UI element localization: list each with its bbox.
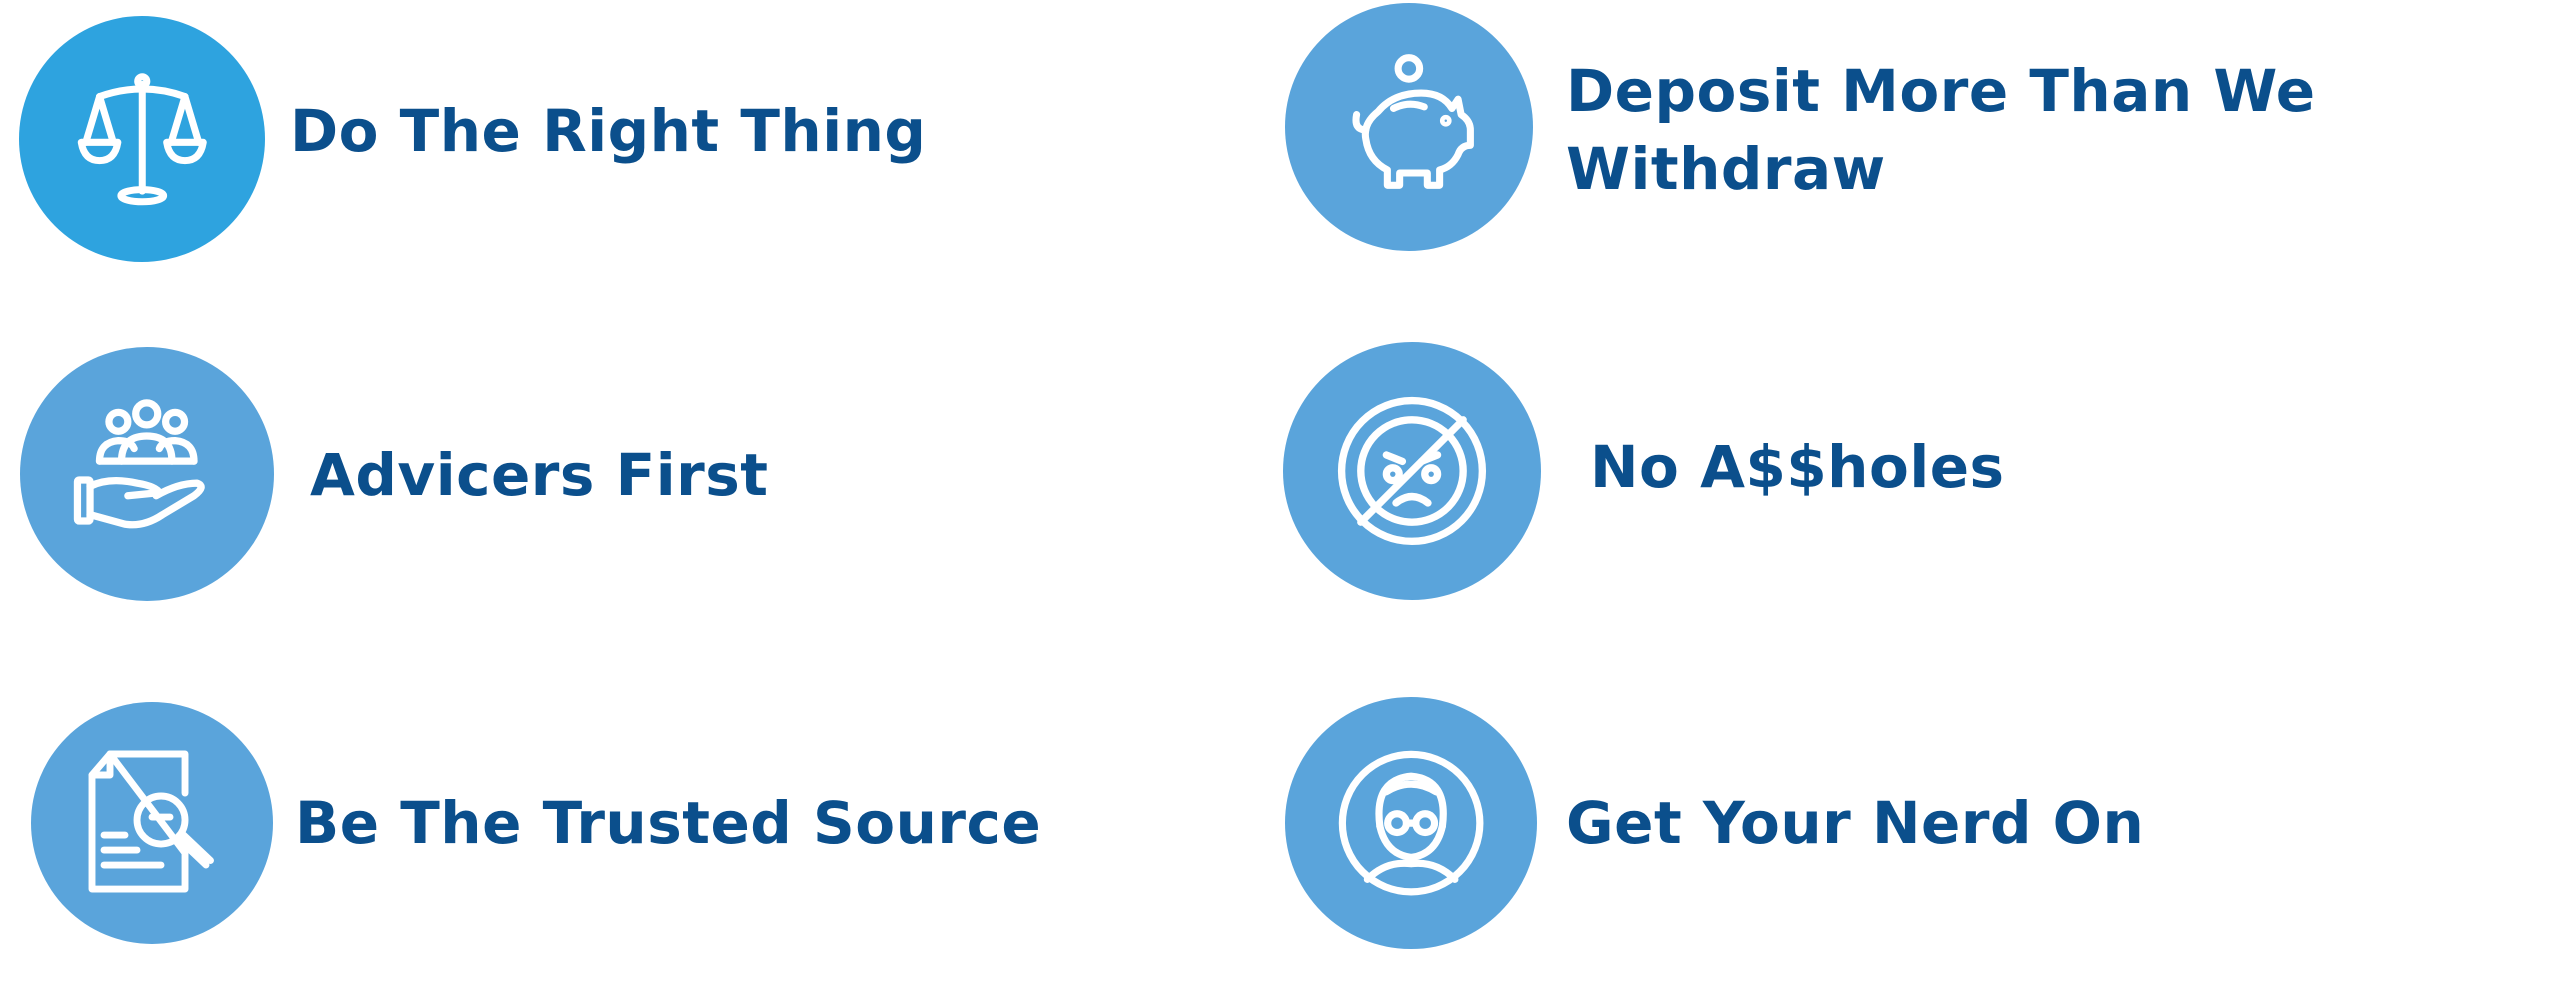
value-circle-advicers-first <box>20 347 274 601</box>
value-label-do-the-right-thing: Do The Right Thing <box>290 97 927 165</box>
value-circle-no-assholes <box>1283 342 1541 600</box>
value-label-trusted-source: Be The Trusted Source <box>295 789 1042 857</box>
value-circle-trusted-source <box>31 702 273 944</box>
value-label-deposit-more: Deposit More Than We Withdraw <box>1566 57 2316 203</box>
value-label-nerd-on: Get Your Nerd On <box>1566 789 2145 857</box>
balance-scale-icon <box>77 72 207 206</box>
value-circle-nerd-on <box>1285 697 1537 949</box>
document-magnifier-icon <box>88 750 214 893</box>
value-circle-deposit-more <box>1285 3 1533 251</box>
value-label-advicers-first: Advicers First <box>310 441 769 509</box>
value-circle-do-the-right-thing <box>19 16 265 262</box>
no-angry-face-icon <box>1337 396 1487 546</box>
nerd-face-icon <box>1338 750 1484 896</box>
piggy-bank-icon <box>1352 54 1475 189</box>
value-label-no-assholes: No A$$holes <box>1590 433 2005 501</box>
people-in-hand-icon <box>74 399 205 529</box>
